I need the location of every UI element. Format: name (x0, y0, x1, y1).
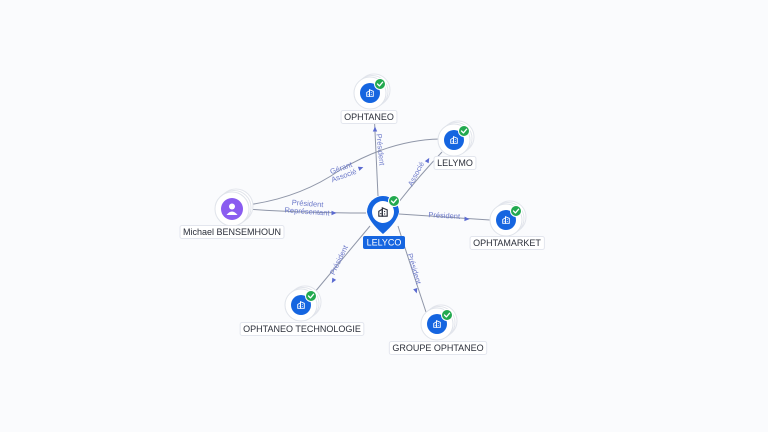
node-label: LELYCO (367, 238, 402, 248)
node-label: Michael BENSEMHOUN (183, 227, 281, 237)
edge-line (373, 109, 379, 197)
verified-check-icon (305, 290, 317, 302)
edge-label: Président (291, 198, 324, 209)
edge-arrow (464, 216, 470, 222)
edge-arrow (331, 210, 337, 216)
node-michael[interactable]: Michael BENSEMHOUN (179, 188, 285, 239)
building-icon (366, 89, 374, 97)
node-label: OPHTANEO TECHNOLOGIE (243, 324, 361, 334)
node-label-bg (340, 110, 398, 124)
node-label-bg (433, 156, 477, 170)
node-circle (291, 295, 311, 315)
building-icon (450, 136, 458, 144)
node-lelymo[interactable]: LELYMO (433, 120, 477, 170)
edge-lelyco-techno: Président (313, 225, 371, 294)
node-lelyco[interactable]: LELYCO (363, 195, 405, 250)
node-circle (360, 83, 380, 103)
person-icon (226, 203, 238, 215)
node-label: OPHTANEO (344, 112, 394, 122)
node-label-bg (239, 322, 365, 336)
edge-label: Président (405, 252, 423, 286)
edge-arrow (424, 157, 430, 164)
node-label-bg (179, 225, 285, 239)
node-groupe[interactable]: GROUPE OPHTANEO (388, 304, 488, 355)
node-label: LELYMO (437, 158, 473, 168)
edge-arrow (331, 277, 337, 284)
verified-check-icon (458, 125, 470, 137)
verified-check-icon (374, 78, 386, 90)
edge-label: Président (328, 243, 350, 276)
verified-check-icon (441, 309, 453, 321)
building-icon (433, 320, 441, 328)
edge-arrow (372, 126, 378, 132)
building-icon (502, 216, 510, 224)
edge-line (313, 225, 371, 294)
verified-check-icon (510, 205, 522, 217)
node-ophtaneo[interactable]: OPHTANEO (340, 73, 398, 124)
node-label-bg (469, 236, 545, 250)
node-circle (444, 130, 464, 150)
edge-line (246, 208, 367, 214)
nodes-layer: LELYCO OPHTANEO LELYMO OPHTAMARKET GROUPE OP… (179, 73, 545, 355)
node-circle (427, 314, 447, 334)
node-label: OPHTAMARKET (473, 238, 541, 248)
node-techno[interactable]: OPHTANEO TECHNOLOGIE (239, 285, 365, 336)
edge-arrow (413, 287, 418, 294)
edge-line (398, 213, 491, 221)
edge-line (246, 138, 441, 206)
edge-label: Président (428, 210, 461, 221)
building-icon (378, 206, 388, 217)
node-label-bg (388, 341, 488, 355)
edge-line (397, 225, 427, 313)
node-label: GROUPE OPHTANEO (392, 343, 483, 353)
edge-lelyco-ophtamarket: Président (398, 210, 491, 222)
edge-label: Associé (406, 160, 426, 187)
node-ophtamarket[interactable]: OPHTAMARKET (469, 200, 545, 250)
edge-arrow (357, 166, 364, 171)
building-icon (297, 301, 305, 309)
center-label-bg (363, 236, 405, 249)
verified-check-icon (388, 195, 400, 207)
node-circle (496, 210, 516, 230)
edge-label: Représentant (284, 205, 330, 217)
